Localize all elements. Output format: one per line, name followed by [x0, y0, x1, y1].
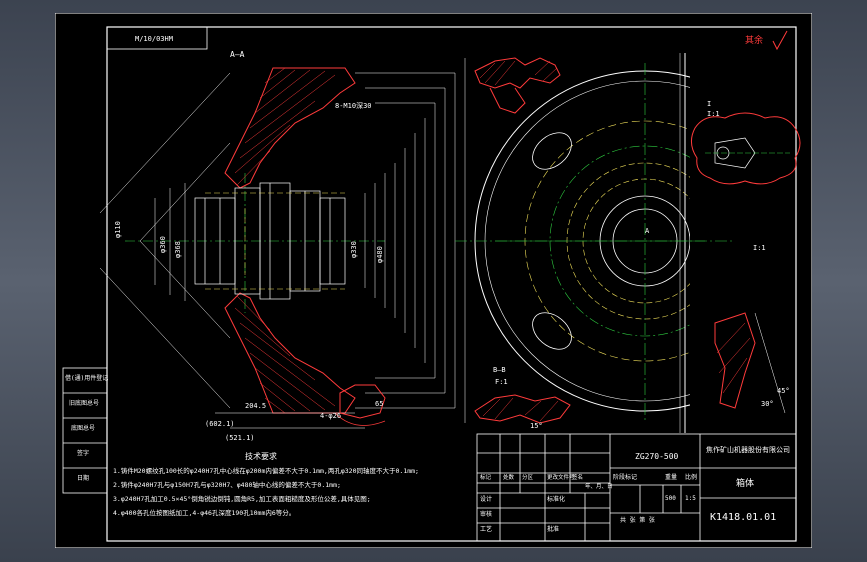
detail-label: I — [707, 100, 712, 108]
detail-ratio: I:1 — [707, 110, 720, 118]
side-row-2: 旧底图总号 — [69, 400, 100, 407]
tech-title: 技术要求 — [245, 452, 277, 461]
dim-d-inner: φ110 — [114, 221, 122, 238]
corner-stamp: M/10/03HM — [135, 35, 173, 43]
section-view-bb-bottom — [474, 394, 571, 424]
tb-cell-6: 年、月、日 — [585, 484, 613, 490]
dim-overall-1: (602.1) — [205, 420, 235, 428]
tb-reviewer: 审核 — [480, 511, 493, 518]
tb-cell-2: 处数 — [503, 475, 515, 481]
section-bb-ratio: F:1 — [495, 378, 508, 386]
tb-cell-4: 更改文件号 — [547, 475, 575, 481]
tb-cell-5: 签名 — [572, 475, 584, 481]
dim-angle-30: 30° — [761, 400, 774, 408]
section-bb-label: B—B — [493, 366, 506, 374]
dim-holes: 8-M10深30 — [335, 102, 372, 110]
cad-drawing — [55, 13, 812, 548]
side-row-1: 借(通)用件登记 — [65, 375, 109, 382]
tech-line-2: 2.铸件φ240H7孔与φ150H7孔与φ320H7、φ480轴中心线的偏差不大… — [113, 481, 341, 489]
quantity: 500 — [665, 495, 676, 502]
tb-cell-1: 标记 — [480, 475, 492, 481]
front-view — [455, 53, 735, 433]
tech-line-4: 4.φ400各孔位按图纸加工,4-φ46孔深度190孔10mm内6等分。 — [113, 509, 296, 517]
side-row-3: 底图总号 — [71, 425, 96, 432]
dim-angle-45: 45° — [777, 387, 790, 395]
tb-sheet-info: 共 张 第 张 — [620, 517, 655, 524]
detail-bracket — [714, 312, 786, 414]
tb-cell-3: 分区 — [522, 475, 534, 481]
corner-stamp-box — [106, 26, 208, 50]
section-view-aa — [99, 58, 466, 429]
dim-d3: φ330 — [350, 241, 358, 258]
stage-label: 阶段标记 — [613, 474, 638, 481]
roughness-check-icon — [772, 30, 788, 51]
inner-border — [106, 26, 797, 542]
tb-designer: 设计 — [480, 496, 493, 503]
tb-standardization: 标准化 — [547, 496, 566, 503]
dim-d2: φ368 — [174, 241, 182, 258]
part-name: 箱体 — [736, 479, 755, 489]
company: 焦作矿山机器股份有限公司 — [706, 446, 790, 454]
side-row-4: 签字 — [77, 450, 90, 457]
side-panel — [62, 367, 108, 494]
section-view-bb — [474, 57, 561, 114]
title-block — [476, 433, 797, 542]
dim-len-65: 65 — [375, 400, 384, 408]
tb-approve: 批准 — [547, 526, 560, 533]
dim-d4: φ480 — [376, 246, 384, 263]
tech-line-3: 3.φ240H7孔加工0.5×45°倒角锐边倒钝,圆角R5,加工表面粗糙度及形位… — [113, 495, 371, 503]
section-aa-label: A—A — [230, 50, 245, 59]
scale: 1:5 — [685, 495, 696, 502]
view-ratio: I:1 — [753, 244, 766, 252]
dim-overall-2: (521.1) — [225, 434, 255, 442]
side-row-5: 日期 — [77, 475, 90, 482]
scale-label: 比例 — [685, 474, 698, 481]
roughness-label: 其余 — [745, 36, 764, 46]
dim-d1: φ360 — [159, 236, 167, 253]
tb-process: 工艺 — [480, 526, 493, 533]
drawing-sheet: M/10/03HM A—A B—B F:1 I:1 I I:1 A 其余 φ11… — [55, 13, 812, 548]
weight-label: 重量 — [665, 474, 678, 481]
material: ZG270-500 — [635, 452, 679, 461]
drawing-number: K1418.01.01 — [710, 512, 777, 523]
dim-len-204: 204.5 — [245, 402, 267, 410]
dim-holes-2: 4-φ26 — [320, 412, 342, 420]
detail-view-i — [691, 112, 801, 185]
tech-line-1: 1.铸件M20螺纹孔100长的φ240H7孔中心线在φ200m内偏差不大于0.1… — [113, 467, 419, 475]
dim-angle-15: 15° — [530, 422, 543, 430]
section-mark: A — [645, 227, 650, 235]
